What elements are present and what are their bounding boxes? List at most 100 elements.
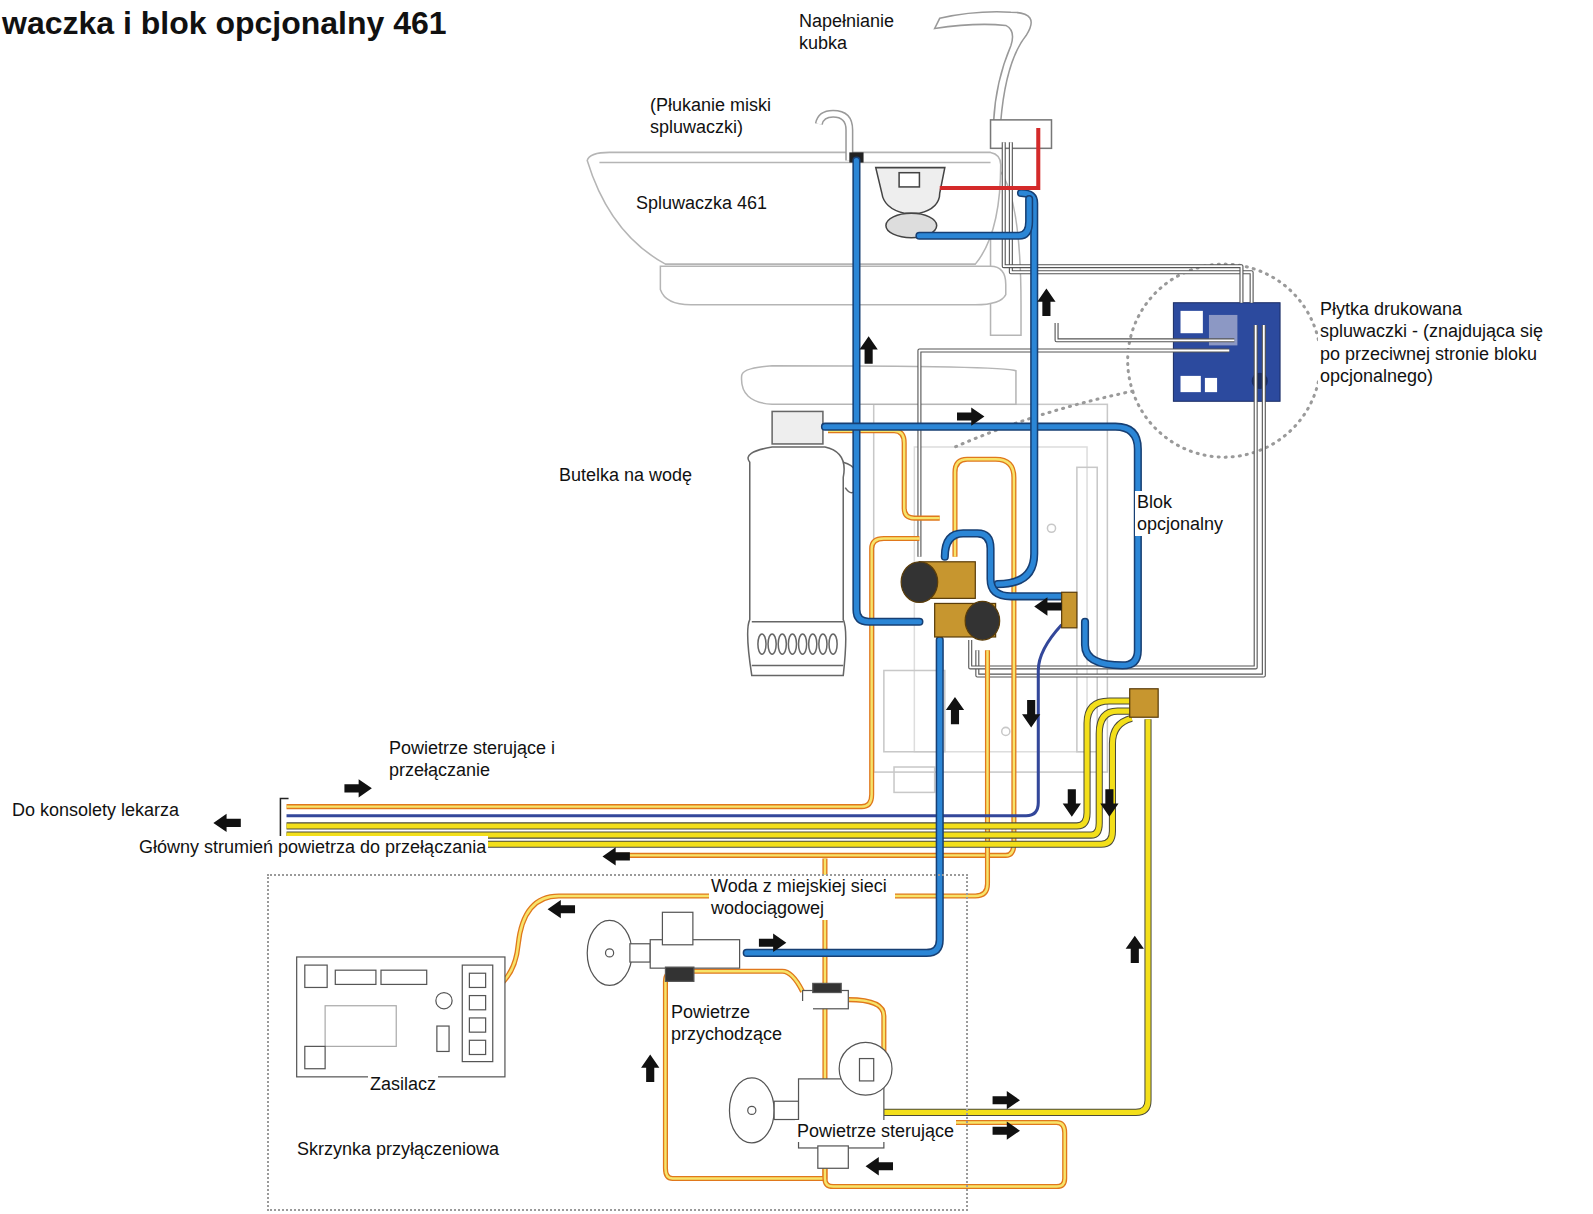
bowl-rinse-spout [819,114,849,161]
wiring [1011,142,1252,303]
pcb-callout [1181,376,1201,392]
power-supply [297,957,505,1077]
part-label: Do konsolety lekarza [10,799,181,821]
main-air-lines [287,718,1132,844]
label-slot: Spluwaczka 461 [634,192,769,214]
solenoid-valves [901,562,938,603]
label-slot: Blok opcjonalny [1135,491,1243,536]
water-lines [998,193,1035,584]
wiring [1011,142,1252,303]
power-supply [381,970,427,984]
flow-arrows [1022,700,1040,727]
water-lines [919,199,1029,236]
water-regulator [665,967,693,981]
water-lines [919,199,1029,236]
water-lines [856,161,919,622]
water-lines [825,427,1138,666]
water-bottle [799,634,807,654]
power-supply [305,965,327,987]
flow-arrows [1100,789,1118,816]
air-regulator [748,1106,756,1114]
main-air-lines [884,719,1148,1112]
water-lines [747,128,1138,953]
node-text-slot: Zasilacz [297,1073,509,1095]
title-slot: waczka i blok opcjonalny 461 [2,6,447,41]
water-bottle [748,447,846,676]
part-label: Blok opcjonalny [1135,491,1243,536]
flow-arrows [213,289,1144,1176]
control-air-lines [610,459,1014,855]
solenoid-valves [1130,689,1158,717]
wiring [1057,323,1235,340]
power-supply [297,957,505,1077]
control-air-lines [828,431,940,518]
water-regulator [630,944,650,962]
power-supply [469,1018,485,1032]
water-bottle [788,634,796,654]
power-supply [469,996,485,1010]
control-air-lines [287,538,920,806]
flow-arrows [1037,289,1055,316]
label-slot: Płytka drukowana spluwaczki - (znajdując… [1318,298,1547,387]
main-air-lines [287,701,1132,826]
label-slot: Powietrze przychodzące [669,1001,813,1046]
control-air-lines [610,459,1014,855]
flow-arrows [1034,597,1061,615]
water-bottle [819,634,827,654]
cup-filler [991,120,1052,148]
drain-valve [876,168,945,214]
drain-line [287,625,1062,816]
wiring [1057,323,1235,340]
water-bottle [772,411,823,444]
main-air-lines [287,718,1132,844]
flow-arrows [993,1122,1020,1140]
label-slot: Do konsolety lekarza [10,799,181,821]
cuspidor-bowl [742,366,1016,405]
bowl-rinse-spout [819,114,864,163]
bowl-rinse-spout [819,114,849,161]
main-air-lines [884,719,1148,1112]
pcb-callout [1128,264,1321,457]
power-supply [305,1046,325,1068]
water-regulator [606,949,614,957]
flow-arrows [213,814,240,832]
chair-body [1047,524,1055,532]
part-label: Główny strumień powietrza do przełączani… [137,836,488,858]
flow-arrows [957,407,984,425]
cup-filler [935,12,1032,122]
main-air-lines [287,701,1132,826]
part-label: (Płukanie miski spluwaczki) [648,94,804,139]
drain-valve [876,168,945,238]
water-bottle [748,411,859,675]
node-text: Zasilacz [368,1074,438,1094]
pcb-callout [1181,311,1203,333]
flow-arrows [946,697,964,724]
power-supply-box: Zasilacz [297,956,509,1099]
part-label: Woda z miejskiej sieci wodociągowej [709,875,895,920]
junction-box-region: Skrzynka przyłączeniowaZasilacz [267,874,968,1211]
power-supply [436,993,452,1009]
water-bottle [809,634,817,654]
wiring [977,325,1263,675]
water-bottle [758,634,766,654]
air-regulator [813,983,841,992]
part-label: Powietrze sterujące [795,1120,956,1142]
wiring [919,142,1263,675]
chair-body [894,767,935,792]
cuspidor-bowl [599,162,990,164]
label-slot: Woda z miejskiej sieci wodociągowej [709,875,895,920]
solenoid-valves [1062,592,1077,628]
power-supply [437,1026,449,1051]
control-air-lines [828,431,940,518]
water-bottle [829,634,837,654]
part-label: Butelka na wodę [557,464,694,486]
flow-arrows [859,336,877,363]
part-label: Napełnianie kubka [797,10,919,55]
part-label: Płytka drukowana spluwaczki - (znajdując… [1318,298,1547,387]
part-label: Powietrze sterujące i przełączanie [387,737,579,782]
water-regulator [587,920,632,985]
cuspidor-bowl [660,266,1005,305]
air-regulator [729,1078,774,1143]
flow-arrows [641,1055,659,1082]
